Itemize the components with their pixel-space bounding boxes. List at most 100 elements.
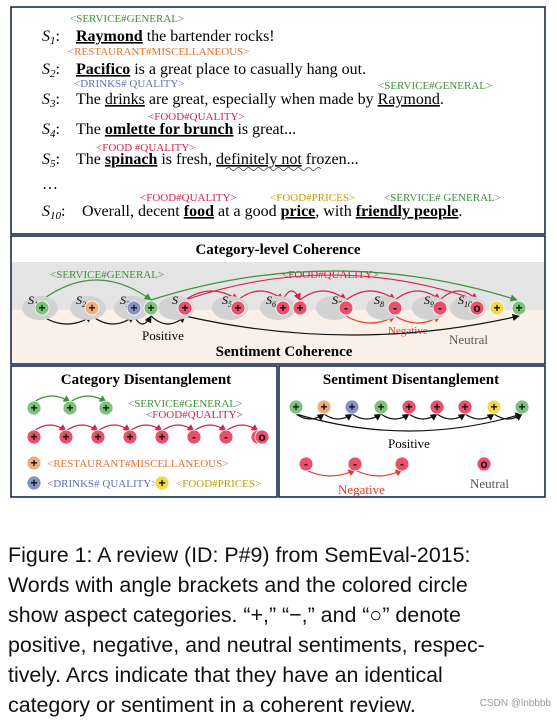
sentiment-circle: + xyxy=(84,300,100,316)
sentiment-circle: - xyxy=(394,456,410,472)
sentiment-sign: + xyxy=(433,400,440,414)
sentiment-sign: + xyxy=(88,301,95,315)
coherence-arc xyxy=(225,424,259,432)
sentiment-circle: + xyxy=(34,300,50,316)
sentiment-circle: + xyxy=(292,300,308,316)
sentence-tag: <FOOD#QUALITY> xyxy=(148,111,245,123)
sentence-tag: <RESTAURANT#MISCELLANEOUS> xyxy=(68,46,249,58)
sentence-node-label: S9 xyxy=(424,293,434,309)
coherence-arc xyxy=(351,413,382,421)
sentiment-sign: + xyxy=(377,400,384,414)
sentiment-circle: o xyxy=(476,456,492,472)
sentence-node-label: S8 xyxy=(374,293,384,309)
sentence-text: Pacifico is a great place to casually ha… xyxy=(76,61,366,78)
sentiment-sign: + xyxy=(348,400,355,414)
sentiment-circle: + xyxy=(316,399,332,415)
sentiment-circle: - xyxy=(218,429,234,445)
sd-negative-label: Negative xyxy=(338,482,385,497)
coherence-nodes: S1S2S3S4S5S6S7S8S9S10++++++++---o++ xyxy=(22,293,527,320)
sentiment-sign: + xyxy=(30,430,37,444)
sentiment-circle: + xyxy=(514,399,530,415)
sentiment-sign: + xyxy=(158,430,165,444)
caption-line: positive, negative, and neutral sentimen… xyxy=(8,633,485,657)
coherence-positive-label: Positive xyxy=(142,328,184,343)
coherence-arc xyxy=(295,413,325,421)
coherence-arc xyxy=(193,424,227,432)
sentiment-circle: - xyxy=(338,300,354,316)
coherence-arc xyxy=(323,413,353,421)
sentiment-disentanglement-panel xyxy=(278,365,546,498)
sentiment-coherence-title: Sentiment Coherence xyxy=(216,344,353,360)
sentiment-sign: + xyxy=(66,401,73,415)
sentiment-sign: + xyxy=(30,456,37,470)
sentiment-circle: + xyxy=(143,300,159,316)
coherence-neutral-label: Neutral xyxy=(449,332,488,347)
sentiment-sign: + xyxy=(518,400,525,414)
cd-food-label: <FOOD#QUALITY> xyxy=(146,409,243,421)
category-disentanglement-nodes: ++++++++---o+++ xyxy=(26,400,270,491)
sentiment-circle: o xyxy=(254,429,270,445)
coherence-arc xyxy=(305,469,356,477)
sentence-id: S3: xyxy=(42,91,60,110)
sentiment-circle: - xyxy=(387,300,403,316)
coherence-arc xyxy=(295,412,523,432)
review-figure: <SERVICE#GENERAL> S1: Raymond the barten… xyxy=(10,6,546,498)
coherence-arc xyxy=(408,413,438,421)
sentiment-sign: - xyxy=(400,457,404,471)
sentiment-sign: + xyxy=(461,400,468,414)
sentence-ellipsis: … xyxy=(42,176,58,193)
sentiment-sign: + xyxy=(320,400,327,414)
sentiment-sign: - xyxy=(393,301,397,315)
coherence-arc xyxy=(41,279,152,301)
sentiment-sign: + xyxy=(126,430,133,444)
sentiment-circle: + xyxy=(26,429,42,445)
sentence-tag: <FOOD #QUALITY> xyxy=(96,142,195,154)
coherence-arc xyxy=(97,424,131,432)
caption-line: tively. Arcs indicate that they have an … xyxy=(8,663,443,687)
sentence-tag: <SERVICE#GENERAL> xyxy=(70,13,184,25)
sentiment-circle: + xyxy=(486,399,502,415)
sentiment-disentanglement-title: Sentiment Disentanglement xyxy=(323,372,499,388)
sentiment-sign: + xyxy=(405,400,412,414)
coherence-negative-label: Negative xyxy=(388,325,428,337)
sentence-id: S4: xyxy=(42,121,60,140)
sentiment-sign: + xyxy=(30,476,37,490)
sentence-node-label: S2 xyxy=(76,293,86,309)
coherence-arc xyxy=(161,424,195,432)
sentiment-circle: + xyxy=(62,400,78,416)
coherence-arc xyxy=(33,424,67,432)
coherence-arc xyxy=(464,413,495,421)
coherence-panel xyxy=(10,235,546,365)
sentence-text: Raymond the bartender rocks! xyxy=(76,28,275,45)
sentiment-sign: + xyxy=(102,401,109,415)
sentiment-circle: - xyxy=(298,456,314,472)
caption-line: Words with angle brackets and the colore… xyxy=(8,573,468,597)
sentiment-sign: + xyxy=(62,430,69,444)
sentence-id: S10: xyxy=(42,203,65,222)
caption-line: category or sentiment in a coherent revi… xyxy=(8,693,416,717)
sentiment-circle: + xyxy=(154,429,170,445)
sentiment-sign: - xyxy=(304,457,308,471)
coherence-arc xyxy=(184,274,478,302)
coherence-arc xyxy=(69,395,107,403)
sentiment-sign: + xyxy=(158,476,165,490)
sentiment-disentanglement-nodes: +++++++++---o xyxy=(288,399,530,472)
sentiment-sign: + xyxy=(279,301,286,315)
sentiment-circle: + xyxy=(429,399,445,415)
sentence-node-label: S5 xyxy=(222,293,232,309)
sentiment-sign: + xyxy=(493,301,500,315)
sentiment-circle: o xyxy=(469,300,485,316)
coherence-arc xyxy=(33,395,71,403)
sentiment-sign: o xyxy=(258,430,265,444)
category-coherence-title: Category-level Coherence xyxy=(195,242,360,258)
review-panel xyxy=(10,6,546,235)
sentence-tag: <DRINKS# QUALITY> xyxy=(74,78,184,90)
coherence-arc xyxy=(354,469,403,477)
sentiment-sign: + xyxy=(130,301,137,315)
sentiment-sign: o xyxy=(480,457,487,471)
sentence-tag: <SERVICE# GENERAL> xyxy=(384,192,501,204)
coherence-arc xyxy=(150,270,518,302)
sentiment-sign: + xyxy=(181,301,188,315)
sentence-tag: <SERVICE#GENERAL> xyxy=(378,80,492,92)
sentiment-circle: - xyxy=(186,429,202,445)
